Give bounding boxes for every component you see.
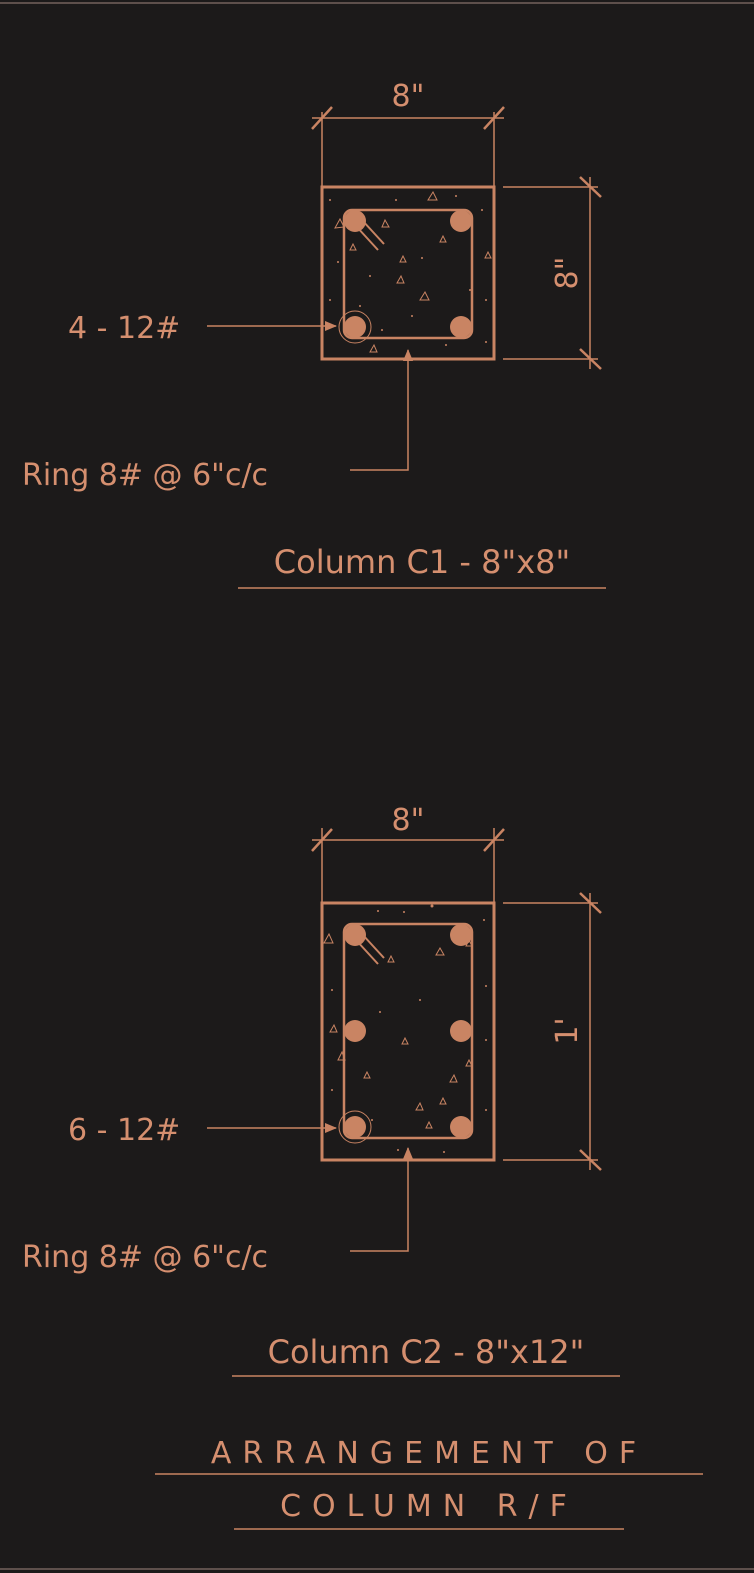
rebar bbox=[344, 210, 366, 232]
rebar bbox=[344, 1116, 366, 1138]
rebar bbox=[344, 1020, 366, 1042]
c2-ring-callout: Ring 8# @ 6"c/c bbox=[22, 1147, 413, 1275]
c1-depth-dimension: 8" bbox=[503, 176, 602, 370]
c2-bars-callout: 6 - 12# bbox=[68, 1113, 337, 1148]
sheet-title-line-1: ARRANGEMENT OF bbox=[211, 1436, 647, 1471]
c2-depth-label: 1' bbox=[550, 1017, 585, 1044]
c1-concrete-dots bbox=[329, 195, 487, 346]
c1-bars-label: 4 - 12# bbox=[68, 311, 180, 346]
rebar bbox=[344, 924, 366, 946]
c1-title: Column C1 - 8"x8" bbox=[274, 543, 570, 581]
c1-ring-label: Ring 8# @ 6"c/c bbox=[22, 458, 268, 493]
column-c1-detail: 8" bbox=[22, 79, 606, 589]
c2-ring-label: Ring 8# @ 6"c/c bbox=[22, 1240, 268, 1275]
sheet-title-line-2: COLUMN R/F bbox=[280, 1489, 578, 1524]
rebar bbox=[450, 1020, 472, 1042]
c1-main-bars bbox=[338, 210, 472, 344]
column-c2-detail: 8" bbox=[22, 803, 620, 1377]
c1-width-dimension: 8" bbox=[311, 79, 505, 186]
rebar-highlight-ring bbox=[338, 310, 372, 344]
c1-concrete-hatch bbox=[334, 190, 492, 353]
c1-ring-stirrup bbox=[342, 208, 474, 340]
c1-ring-hook bbox=[361, 219, 385, 245]
rebar bbox=[344, 316, 366, 338]
c2-width-label: 8" bbox=[392, 803, 425, 838]
c1-bars-callout: 4 - 12# bbox=[68, 311, 337, 346]
rebar bbox=[450, 1116, 472, 1138]
rebar-highlight-ring bbox=[338, 1110, 372, 1144]
sheet-title: ARRANGEMENT OF COLUMN R/F bbox=[155, 1436, 703, 1530]
c2-ring-hook bbox=[361, 933, 385, 959]
c2-bars-label: 6 - 12# bbox=[68, 1113, 180, 1148]
c2-width-dimension: 8" bbox=[311, 803, 505, 902]
c1-depth-label: 8" bbox=[550, 257, 585, 290]
rebar bbox=[450, 210, 472, 232]
c1-ring-callout: Ring 8# @ 6"c/c bbox=[22, 349, 413, 493]
c2-concrete-hatch bbox=[323, 932, 473, 1129]
c2-main-bars bbox=[338, 924, 472, 1144]
c1-width-label: 8" bbox=[392, 79, 425, 114]
rebar bbox=[450, 924, 472, 946]
rebar bbox=[450, 316, 472, 338]
c2-depth-dimension: 1' bbox=[503, 892, 602, 1171]
c2-title: Column C2 - 8"x12" bbox=[268, 1333, 585, 1371]
